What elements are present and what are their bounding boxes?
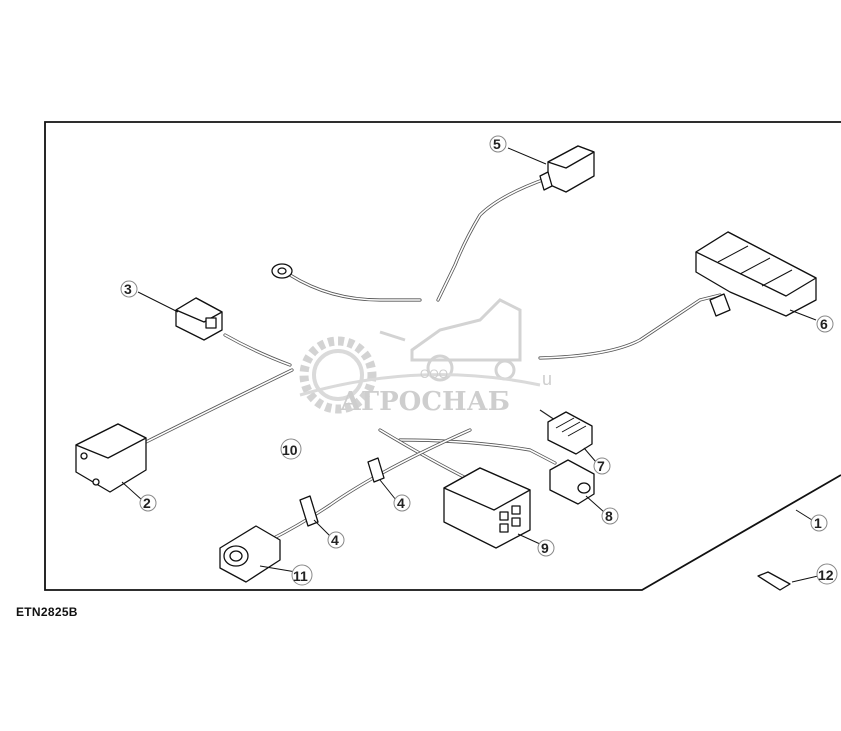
harness-wires [138,176,722,542]
svg-text:4: 4 [331,532,339,548]
connector-5 [539,145,595,193]
svg-text:2: 2 [143,495,151,511]
svg-text:4: 4 [397,495,405,511]
ring-terminal [271,263,293,279]
callout-4a: 4 [379,479,411,512]
callout-4b: 4 [313,519,345,549]
callout-2: 2 [121,481,157,512]
svg-text:8: 8 [605,508,613,524]
callout-10: 10 [280,438,302,460]
svg-text:12: 12 [818,567,834,583]
clip-4a [367,457,385,483]
callout-9: 9 [517,533,555,557]
callout-3: 3 [120,280,179,313]
connector-2 [75,423,147,493]
svg-text:11: 11 [293,568,308,584]
callout-1: 1 [795,509,828,532]
svg-text:10: 10 [282,442,298,458]
watermark-stray-char: u [542,369,552,389]
clip-4b [299,495,319,527]
callout-12: 12 [791,563,838,585]
connector-3 [175,297,223,341]
connector-8 [549,459,595,505]
callout-8: 8 [585,495,619,525]
watermark-prefix: ООО [420,367,448,381]
svg-text:5: 5 [493,136,501,152]
svg-text:7: 7 [597,458,605,474]
connector-9 [443,467,531,549]
svg-text:6: 6 [820,316,828,332]
connector-7 [547,411,593,455]
tie-strap-12 [757,571,791,591]
watermark-logo: ООО АГРОСНАБ u [299,298,552,417]
watermark-company-name: АГРОСНАБ [340,387,510,417]
combine-harvester-icon [379,298,522,382]
gear-icon [299,336,377,414]
svg-text:1: 1 [814,515,822,531]
callout-7: 7 [583,447,611,475]
watermark-swoosh [299,373,541,397]
diagram-frame [44,121,841,591]
callout-11: 11 [259,564,313,586]
svg-text:9: 9 [541,540,549,556]
svg-text:3: 3 [124,281,132,297]
figure-code: ETN2825B [16,605,78,619]
connector-6 [695,231,817,317]
connector-11 [219,525,281,583]
callout-6: 6 [789,309,834,333]
callout-5: 5 [489,135,547,165]
